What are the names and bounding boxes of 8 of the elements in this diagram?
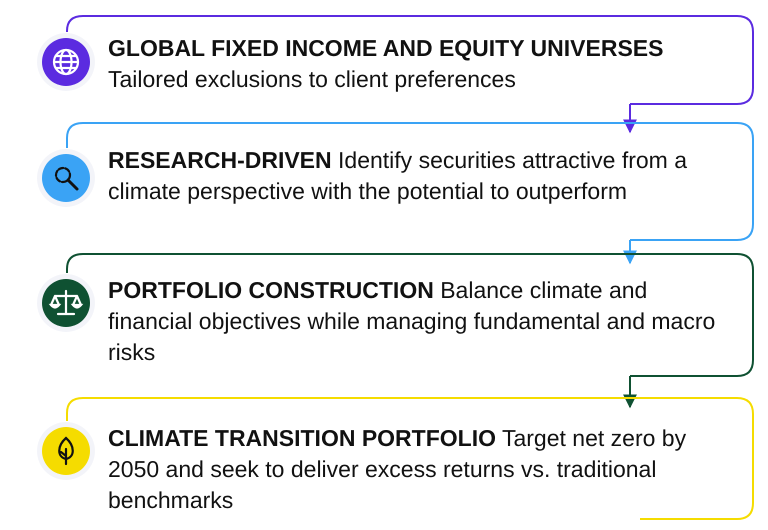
step-description: RESEARCH-DRIVEN Identify securities attractive from a climate perspective with the potential to outperform xyxy=(108,146,688,206)
step-description: Tailored exclusions to client preferences xyxy=(108,65,517,94)
arrow xyxy=(623,104,637,134)
arrow xyxy=(623,240,637,264)
arrow xyxy=(623,376,637,408)
step-description: PORTFOLIO CONSTRUCTION Balance climate and financial objectives while managing fundamental and macro risks xyxy=(108,276,716,367)
step-description: CLIMATE TRANSITION PORTFOLIO Target net zero by 2050 and seek to deliver excess returns vs. traditional benchmarks xyxy=(108,424,688,515)
step-heading: GLOBAL FIXED INCOME AND EQUITY UNIVERSES xyxy=(108,34,664,63)
